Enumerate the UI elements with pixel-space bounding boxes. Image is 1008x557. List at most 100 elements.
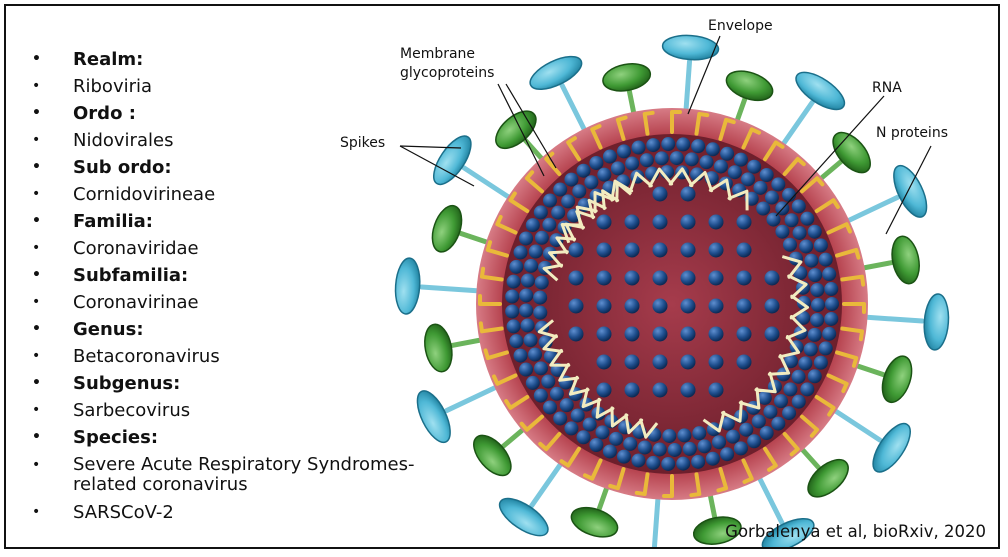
n-protein-bead: [771, 417, 785, 431]
label-n-proteins: N proteins: [876, 125, 948, 141]
spike-head-blue: [790, 65, 850, 116]
n-protein-bead: [611, 161, 625, 175]
n-protein-bead: [655, 151, 669, 165]
n-protein-bead: [509, 260, 523, 274]
n-protein-bead: [814, 238, 828, 252]
n-protein-bead: [521, 274, 535, 288]
n-protein-bead: [524, 333, 538, 347]
n-protein-bead: [681, 271, 696, 286]
n-protein-bead: [775, 225, 789, 239]
n-protein-bead: [561, 194, 575, 208]
n-protein-bead: [514, 349, 528, 363]
n-protein-bead: [519, 363, 533, 377]
n-protein-bead: [747, 160, 761, 174]
n-protein-bead: [534, 389, 548, 403]
n-protein-bead: [811, 298, 825, 312]
n-protein-bead: [597, 271, 612, 286]
n-protein-bead: [625, 383, 640, 398]
n-protein-bead: [741, 172, 755, 186]
n-protein-bead: [542, 218, 556, 232]
label-spikes: Spikes: [340, 135, 385, 151]
n-protein-bead: [589, 438, 603, 452]
n-protein-bead: [584, 175, 598, 189]
label-membrane-line2: glycoproteins: [400, 65, 494, 81]
n-protein-bead: [691, 139, 705, 153]
n-protein-bead: [576, 164, 590, 178]
n-protein-bead: [597, 299, 612, 314]
n-protein-bead: [765, 191, 779, 205]
n-protein-bead: [822, 267, 836, 281]
n-protein-bead: [677, 428, 691, 442]
n-protein-bead: [737, 215, 752, 230]
n-protein-bead: [681, 187, 696, 202]
n-protein-bead: [734, 441, 748, 455]
n-protein-bead: [617, 144, 631, 158]
n-protein-bead: [597, 215, 612, 230]
n-protein-bead: [653, 215, 668, 230]
n-protein-bead: [800, 212, 814, 226]
n-protein-bead: [553, 183, 567, 197]
n-protein-bead: [810, 313, 824, 327]
n-protein-bead: [543, 400, 557, 414]
n-protein-bead: [726, 430, 740, 444]
n-protein-bead: [617, 450, 631, 464]
n-protein-bead: [569, 243, 584, 258]
n-protein-bead: [783, 382, 797, 396]
n-protein-bead: [793, 226, 807, 240]
n-protein-bead: [653, 442, 667, 456]
n-protein-bead: [774, 394, 788, 408]
n-protein-bead: [589, 156, 603, 170]
n-protein-bead: [737, 243, 752, 258]
n-protein-bead: [709, 327, 724, 342]
n-protein-bead: [752, 414, 766, 428]
n-protein-bead: [712, 435, 726, 449]
n-protein-bead: [692, 426, 706, 440]
n-protein-bead: [728, 165, 742, 179]
n-protein-bead: [753, 181, 767, 195]
spike-head-blue: [411, 386, 457, 447]
n-protein-bead: [763, 405, 777, 419]
n-protein-bead: [804, 342, 818, 356]
n-protein-bead: [720, 147, 734, 161]
n-protein-bead: [714, 159, 728, 173]
spike-head-green: [601, 60, 653, 95]
spike-stalk: [829, 407, 880, 440]
n-protein-bead: [603, 444, 617, 458]
n-protein-bead: [709, 355, 724, 370]
n-protein-bead: [534, 361, 548, 375]
n-protein-bead: [533, 291, 547, 305]
n-protein-bead: [653, 355, 668, 370]
n-protein-bead: [646, 456, 660, 470]
spike-head-green: [421, 322, 456, 374]
leader-n-proteins: [886, 146, 931, 234]
n-protein-bead: [824, 282, 838, 296]
n-protein-bead: [792, 199, 806, 213]
n-protein-bead: [756, 202, 770, 216]
spike-head-green: [723, 66, 777, 106]
n-protein-bead: [653, 383, 668, 398]
n-protein-bead: [551, 206, 565, 220]
n-protein-bead: [819, 253, 833, 267]
n-protein-bead: [597, 383, 612, 398]
n-protein-bead: [597, 168, 611, 182]
n-protein-bead: [569, 271, 584, 286]
n-protein-bead: [808, 268, 822, 282]
n-protein-bead: [576, 430, 590, 444]
n-protein-bead: [609, 432, 623, 446]
n-protein-bead: [822, 327, 836, 341]
spike-head-blue: [922, 293, 950, 351]
spike-stalk: [422, 287, 483, 291]
spike-head-blue: [866, 418, 917, 478]
n-protein-bead: [792, 395, 806, 409]
n-protein-bead: [670, 151, 684, 165]
spike-stalk: [843, 197, 898, 223]
n-protein-bead: [507, 319, 521, 333]
n-protein-bead: [653, 299, 668, 314]
n-protein-bead: [734, 153, 748, 167]
spike-head-green: [888, 234, 923, 286]
n-protein-bead: [720, 447, 734, 461]
n-protein-bead: [799, 239, 813, 253]
n-protein-bead: [792, 370, 806, 384]
coronavirus-diagram: Envelope Membrane glycoproteins RNA Spik…: [6, 6, 998, 547]
n-protein-bead: [569, 327, 584, 342]
